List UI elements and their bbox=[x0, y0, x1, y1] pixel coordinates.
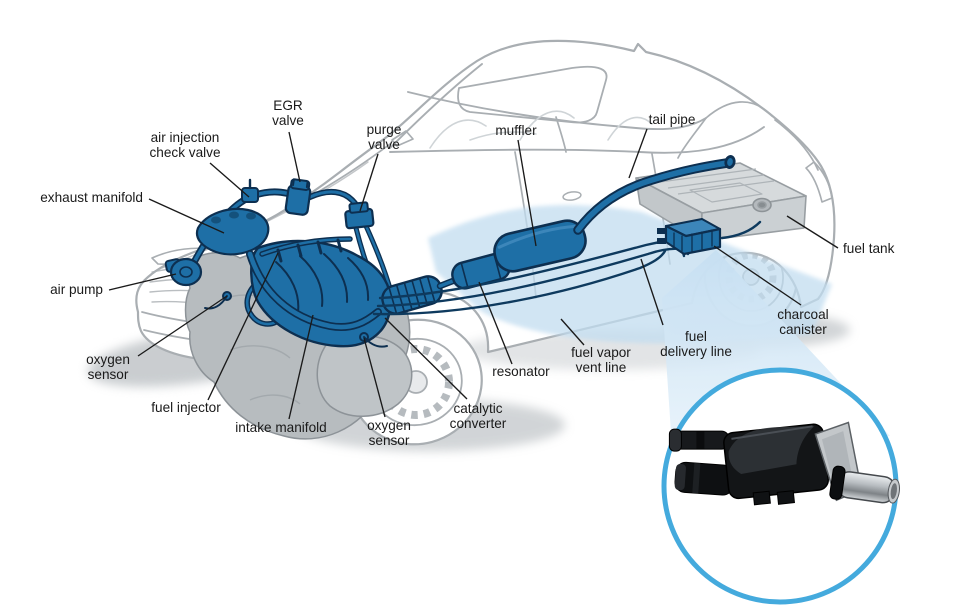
leader-line-fuel-vapor-vent-line bbox=[560, 318, 585, 346]
leader-line-oxygen-sensor-front bbox=[137, 295, 228, 357]
egr-valve-shape bbox=[284, 178, 312, 216]
label-exhaust-manifold: exhaust manifold bbox=[40, 190, 143, 205]
check-valve-shape bbox=[241, 178, 259, 203]
solenoid-valve-inset bbox=[668, 421, 901, 506]
leader-line-purge-valve bbox=[359, 153, 379, 212]
label-resonator: resonator bbox=[492, 364, 550, 379]
purge-valve-shape bbox=[344, 201, 375, 230]
leader-line-catalytic-converter bbox=[384, 317, 468, 400]
leader-line-air-pump bbox=[108, 273, 177, 291]
leader-line-egr-valve bbox=[288, 131, 301, 183]
label-fuel-injector: fuel injector bbox=[151, 400, 221, 415]
leader-line-charcoal-canister bbox=[713, 245, 802, 306]
leader-line-fuel-tank bbox=[786, 215, 839, 249]
leader-line-resonator bbox=[478, 281, 513, 365]
leader-line-fuel-delivery-line bbox=[640, 258, 664, 326]
inset-callout bbox=[661, 250, 901, 605]
blue-system bbox=[164, 155, 762, 348]
oxygen-sensor-rear-shape bbox=[359, 332, 388, 348]
leader-line-exhaust-manifold bbox=[148, 198, 225, 234]
label-tail-pipe: tail pipe bbox=[649, 112, 696, 127]
air-pump-shape bbox=[164, 257, 203, 287]
leader-line-air-injection-check-valve bbox=[209, 162, 250, 198]
label-muffler: muffler bbox=[495, 123, 537, 138]
muffler-shape bbox=[493, 219, 587, 273]
label-intake-manifold: intake manifold bbox=[235, 420, 326, 435]
leader-line-muffler bbox=[517, 139, 537, 247]
leader-line-tail-pipe bbox=[628, 128, 648, 179]
label-air-pump: air pump bbox=[50, 282, 103, 297]
label-fuel-tank: fuel tank bbox=[843, 241, 895, 256]
leader-line-intake-manifold bbox=[288, 314, 314, 420]
charcoal-canister-shape bbox=[657, 218, 722, 256]
leader-line-oxygen-sensor-rear bbox=[363, 337, 386, 418]
leader-line-fuel-injector bbox=[207, 252, 279, 401]
